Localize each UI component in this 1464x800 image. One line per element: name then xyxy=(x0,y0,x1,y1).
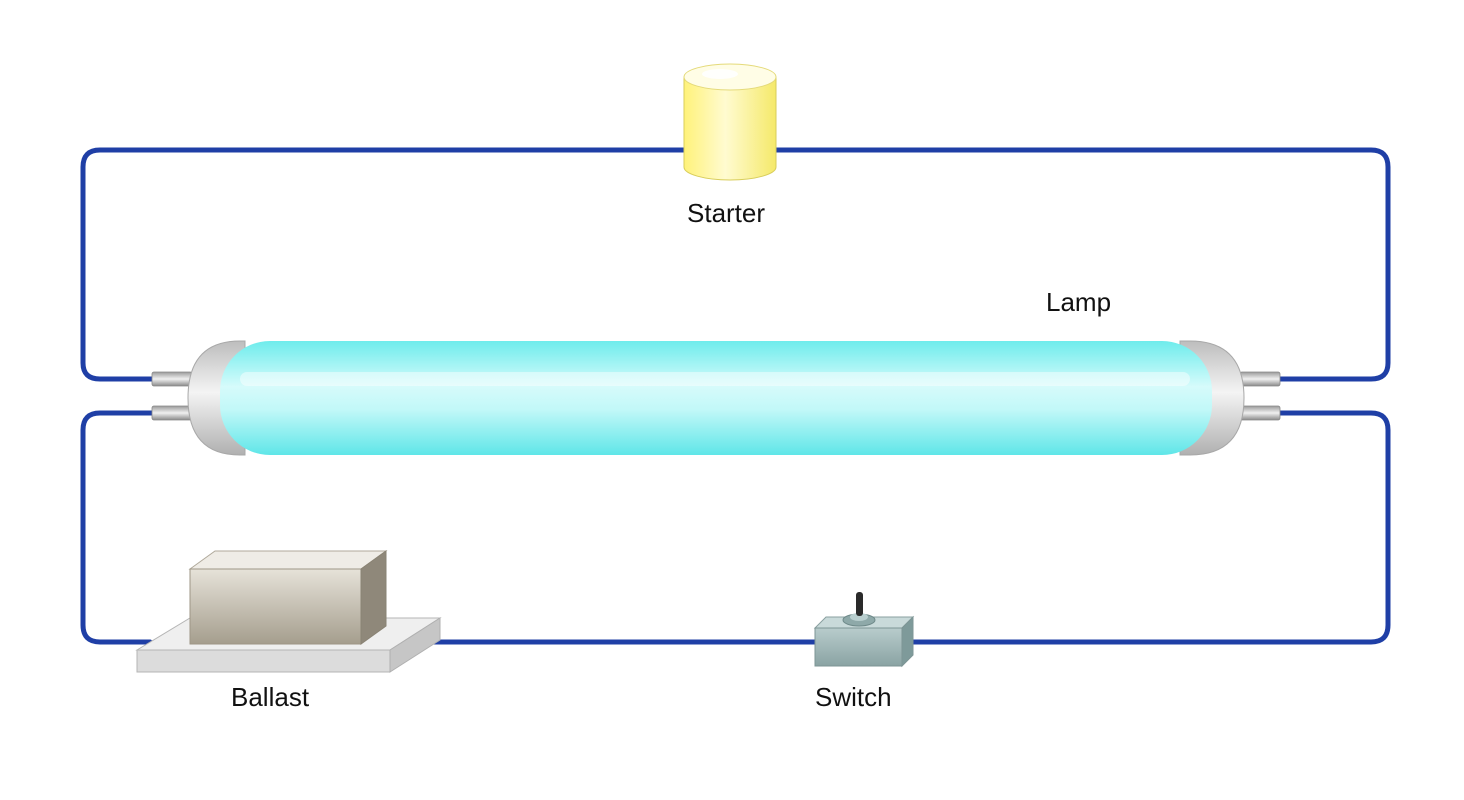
lamp-tube-icon xyxy=(151,340,1281,456)
wires xyxy=(80,147,1391,645)
wire-switch-to-right xyxy=(909,410,1391,645)
starter-label: Starter xyxy=(687,198,766,228)
ballast-label: Ballast xyxy=(231,682,310,712)
lamp-label: Lamp xyxy=(1046,287,1112,317)
wire-top-right xyxy=(767,147,1391,382)
wire-bottom-left xyxy=(80,410,159,645)
switch-icon xyxy=(813,592,915,668)
wire-top-left xyxy=(80,147,691,382)
switch-label: Switch xyxy=(815,682,892,712)
starter-icon xyxy=(683,63,777,181)
ballast-icon xyxy=(135,550,442,673)
